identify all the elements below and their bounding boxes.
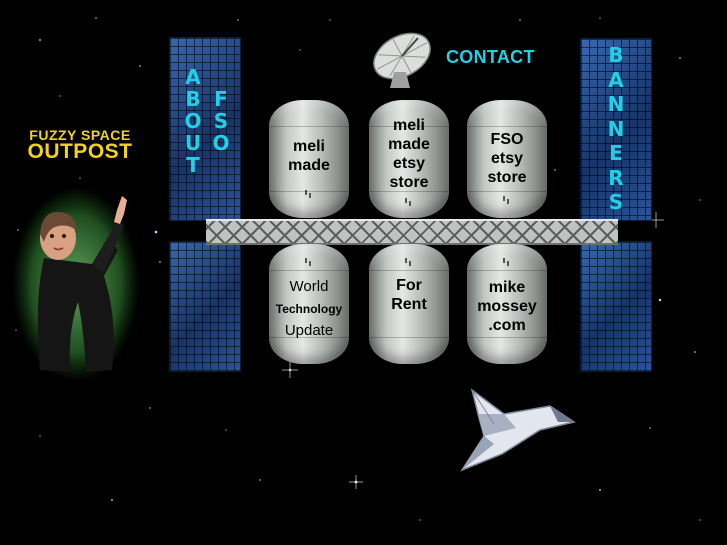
letter: U: [184, 131, 202, 155]
tank-label-line: Technology: [275, 302, 343, 316]
tank-label-line: store: [487, 169, 527, 186]
contact-link[interactable]: CONTACT: [446, 47, 535, 67]
tank-label-line: mike: [488, 279, 526, 296]
tank-label-line: made: [388, 136, 430, 153]
letter: F: [214, 87, 228, 111]
tank-label-line: meli: [392, 117, 425, 134]
valve-icon: [503, 258, 510, 267]
letter: N: [607, 116, 625, 141]
letter: A: [185, 65, 201, 89]
letter: E: [609, 141, 623, 165]
letter: S: [608, 190, 624, 214]
satellite-dish-icon[interactable]: [366, 28, 438, 90]
tank-label: For Rent: [369, 276, 449, 314]
tank-label: FSO etsy store: [467, 130, 547, 187]
tank-label-line: store: [389, 174, 429, 191]
letter: O: [212, 131, 230, 155]
site-logo[interactable]: FUZZY SPACE OUTPOST: [12, 128, 148, 162]
banners-panel[interactable]: B A N N E R S: [580, 38, 652, 221]
valve-icon: [305, 258, 312, 267]
tank-label-line: For: [396, 277, 422, 294]
tank-label-line: World: [289, 278, 329, 295]
tank-label-line: Rent: [391, 296, 427, 313]
letter: R: [608, 165, 624, 190]
letter: B: [608, 43, 624, 67]
tank-meli-made[interactable]: meli made: [269, 100, 349, 218]
tank-label-line: meli: [292, 138, 325, 155]
tank-label-line: etsy: [392, 155, 426, 172]
logo-line-1: FUZZY SPACE: [29, 127, 131, 143]
letter: B: [185, 87, 201, 111]
tank-for-rent[interactable]: For Rent: [369, 244, 449, 364]
tank-label: meli made etsy store: [369, 116, 449, 192]
letter: T: [186, 153, 200, 177]
about-fso-panel[interactable]: A B O U T F S O: [169, 37, 241, 221]
astronaut-pointing-image: [14, 186, 140, 380]
solar-panel-lower-right: [580, 241, 652, 372]
solar-panel-lower-left: [169, 241, 241, 372]
valve-icon: [405, 258, 412, 267]
logo-line-2: OUTPOST: [27, 140, 133, 163]
about-letters: A B O U T: [182, 66, 204, 176]
tank-meli-made-etsy-store[interactable]: meli made etsy store: [369, 100, 449, 218]
tank-label-line: FSO: [490, 131, 524, 148]
valve-icon: [305, 190, 312, 199]
letter: O: [184, 109, 202, 133]
tank-label-line: mossey: [477, 298, 537, 315]
tank-label-line: made: [288, 157, 330, 174]
tank-label-line: Update: [284, 322, 334, 339]
tank-label: mike mossey .com: [467, 278, 547, 335]
valve-icon: [503, 196, 510, 205]
tank-label-line: .com: [488, 317, 526, 334]
tank-label: meli made: [269, 137, 349, 175]
space-shuttle-icon: [460, 388, 576, 472]
letter: A: [608, 67, 624, 92]
letter: N: [607, 92, 625, 116]
station-truss: [206, 219, 618, 245]
tank-label-line: etsy: [490, 150, 524, 167]
letter: S: [213, 109, 229, 133]
tank-fso-etsy-store[interactable]: FSO etsy store: [467, 100, 547, 218]
valve-icon: [405, 198, 412, 207]
tank-world-technology-update[interactable]: World Technology Update: [269, 244, 349, 364]
fso-letters: F S O: [210, 88, 232, 154]
banners-letters: B A N N E R S: [605, 43, 627, 215]
tank-mike-mossey[interactable]: mike mossey .com: [467, 244, 547, 364]
tank-label: World Technology Update: [269, 276, 349, 342]
